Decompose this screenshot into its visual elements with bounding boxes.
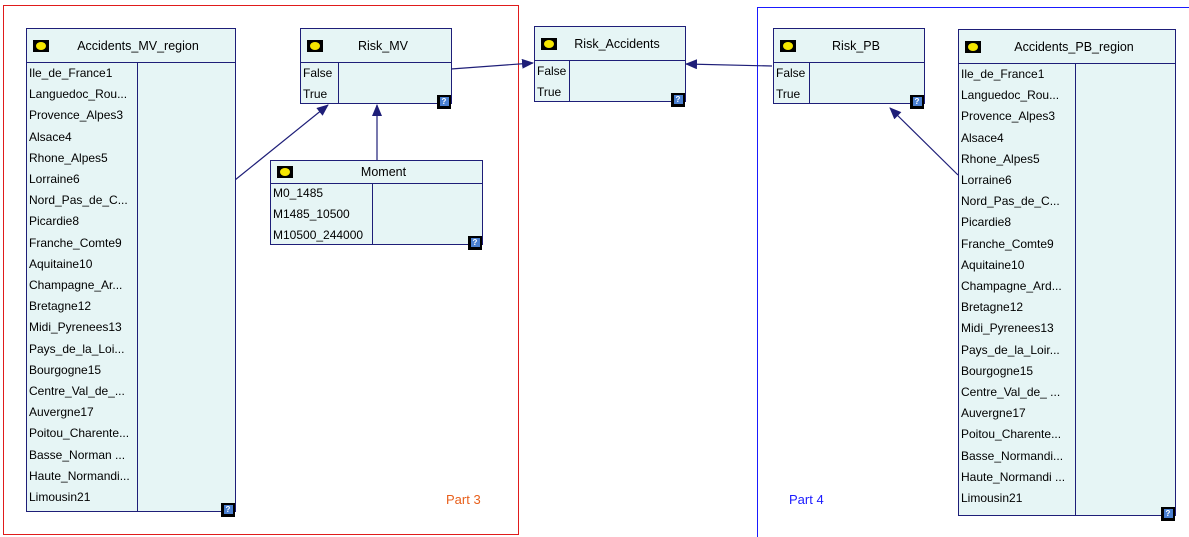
edges: [234, 58, 959, 181]
state-label: Franche_Comte9: [961, 236, 1054, 251]
state-label: Nord_Pas_de_C...: [29, 193, 128, 208]
state-label: M10500_244000: [273, 228, 364, 243]
state-label: Centre_Val_de_ ...: [961, 385, 1061, 400]
ellipse-node-icon: [33, 39, 49, 52]
state-label: Basse_Norman ...: [29, 447, 126, 462]
state-label: Provence_Alpes3: [29, 108, 124, 123]
state-label: Basse_Normandi...: [961, 448, 1064, 463]
question-mark-icon[interactable]: ?: [1161, 507, 1175, 521]
state-label: Languedoc_Rou...: [961, 88, 1060, 103]
region-part4: [757, 7, 1189, 537]
state-label: Poitou_Charente...: [29, 426, 130, 441]
state-label: Aquitaine10: [29, 256, 93, 271]
state-label: True: [537, 85, 562, 100]
state-label: Lorraine6: [29, 172, 80, 187]
node-accidents-pb-region[interactable]: Accidents_PB_region Ile_de_France1 Langu…: [958, 29, 1176, 521]
node-title: Risk_MV: [357, 38, 408, 53]
edge-risk-mv-to-risk-accidents: [450, 58, 534, 70]
state-label: Franche_Comte9: [29, 235, 122, 250]
node-title: Risk_PB: [832, 38, 880, 53]
state-label: True: [776, 87, 801, 102]
ellipse-node-icon: [277, 166, 293, 178]
state-label: False: [537, 64, 567, 78]
state-label: Haute_Normandi...: [29, 468, 130, 483]
state-label: Bourgogne15: [961, 363, 1034, 378]
question-mark-icon[interactable]: ?: [910, 95, 924, 109]
state-label: Poitou_Charente...: [961, 427, 1062, 442]
state-label: Champagne_Ard...: [961, 279, 1062, 294]
region-part4-label: Part 4: [789, 492, 824, 507]
edge-risk-pb-to-risk-accidents: [685, 59, 773, 70]
state-label: Picardie8: [961, 215, 1012, 230]
node-moment[interactable]: Moment M0_1485 M1485_10500 M10500_244000…: [270, 160, 483, 250]
state-label: Picardie8: [29, 214, 80, 229]
state-label: Ile_de_France1: [29, 66, 113, 80]
state-label: Rhone_Alpes5: [29, 150, 108, 165]
node-risk-pb[interactable]: Risk_PB False True ?: [773, 28, 925, 109]
state-label: Lorraine6: [961, 173, 1012, 188]
state-label: Nord_Pas_de_C...: [961, 194, 1060, 209]
ellipse-node-icon: [307, 39, 323, 52]
state-label: Alsace4: [961, 130, 1004, 145]
node-accidents-mv-region[interactable]: Accidents_MV_region Ile_de_France1 Langu…: [26, 28, 236, 517]
node-title: Moment: [360, 165, 407, 179]
state-label: Bourgogne15: [29, 362, 102, 377]
state-label: False: [776, 66, 806, 80]
state-label: Provence_Alpes3: [961, 109, 1056, 124]
state-label: Ile_de_France1: [961, 67, 1045, 81]
question-mark-icon[interactable]: ?: [468, 236, 482, 250]
state-label: Pays_de_la_Loi...: [29, 341, 125, 356]
ellipse-node-icon: [541, 37, 557, 50]
state-label: Pays_de_la_Loir...: [961, 342, 1060, 357]
state-label: Centre_Val_de_...: [29, 384, 125, 399]
state-label: M0_1485: [273, 186, 324, 200]
state-label: True: [303, 87, 328, 102]
node-title: Accidents_PB_region: [1014, 39, 1134, 54]
state-label: Alsace4: [29, 129, 72, 144]
state-label: M1485_10500: [273, 207, 350, 222]
state-label: Auvergne17: [29, 405, 94, 420]
node-title: Accidents_MV_region: [77, 38, 199, 53]
node-title: Risk_Accidents: [574, 36, 660, 51]
state-label: Bretagne12: [961, 300, 1024, 315]
state-label: Languedoc_Rou...: [29, 87, 128, 102]
region-part3-label: Part 3: [446, 492, 481, 507]
state-label: Rhone_Alpes5: [961, 151, 1040, 166]
state-label: Limousin21: [961, 491, 1023, 506]
ellipse-node-icon: [965, 40, 981, 53]
state-label: Aquitaine10: [961, 257, 1025, 272]
state-label: Champagne_Ar...: [29, 278, 123, 293]
state-label: Auvergne17: [961, 406, 1026, 421]
edge-accidents-pb-to-risk-pb: [889, 107, 959, 176]
ellipse-node-icon: [780, 39, 796, 52]
question-mark-icon[interactable]: ?: [221, 503, 235, 517]
question-mark-icon[interactable]: ?: [671, 93, 685, 107]
node-risk-accidents[interactable]: Risk_Accidents False True ?: [534, 26, 686, 107]
question-mark-icon[interactable]: ?: [437, 95, 451, 109]
state-label: Midi_Pyrenees13: [961, 321, 1054, 336]
state-label: Limousin21: [29, 490, 91, 505]
state-label: Haute_Normandi ...: [961, 469, 1066, 484]
edge-accidents-mv-to-risk-mv: [234, 104, 329, 181]
state-label: Midi_Pyrenees13: [29, 320, 122, 335]
state-label: False: [303, 66, 333, 80]
node-risk-mv[interactable]: Risk_MV False True ?: [300, 28, 452, 109]
state-label: Bretagne12: [29, 299, 92, 314]
